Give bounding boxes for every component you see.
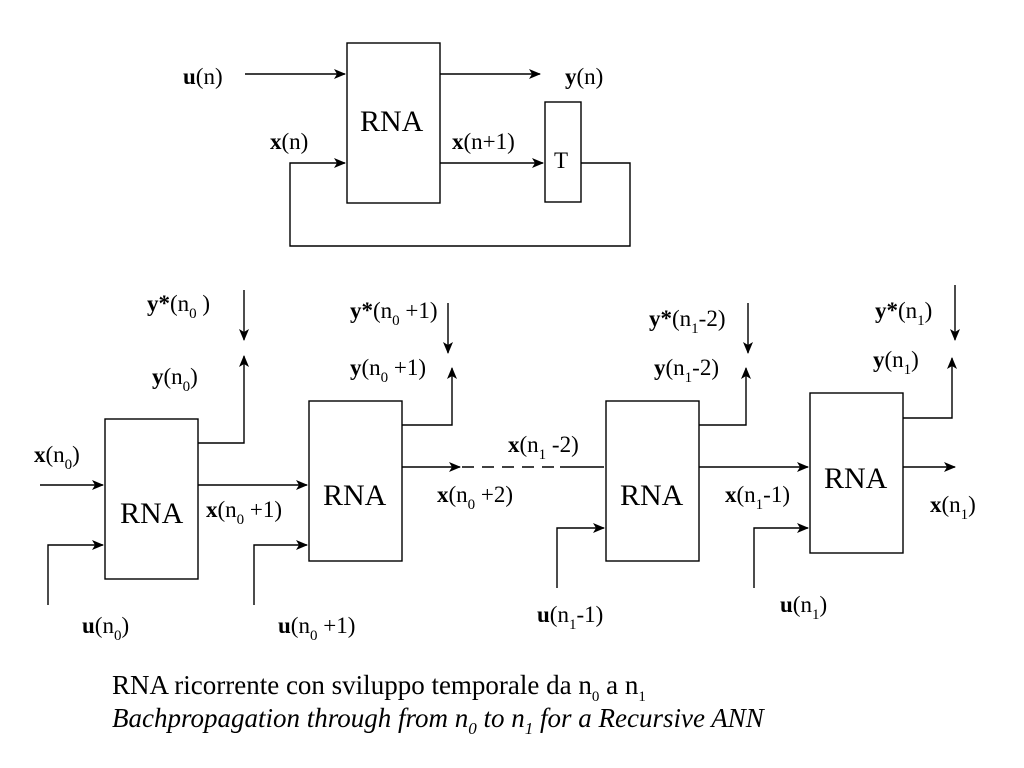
rna-block-n0p1 [308, 400, 403, 562]
rna-block-n0p1-label: RNA [323, 479, 387, 512]
label-ystar-n1: y*(n1) [875, 298, 932, 329]
output-y-arrow-n0 [198, 355, 249, 444]
label-x-n0: x(n0) [34, 442, 80, 473]
caption-line-italian: RNA ricorrente con sviluppo temporale da… [112, 670, 646, 705]
input-u-arrow-n0 [47, 540, 104, 605]
input-u-arrow-n1 [753, 523, 809, 588]
input-u-arrow-n0p1 [253, 540, 308, 605]
label-u-n0: u(n0) [82, 613, 129, 644]
label-ystar-n0p1: y*(n0 +1) [350, 298, 438, 329]
label-u-n1m1: u(n1-1) [537, 602, 603, 633]
label-u-n1: u(n1) [780, 592, 827, 623]
input-u-arrow-n1m1 [556, 523, 605, 588]
label-x-n1m1: x(n1-1) [725, 482, 790, 513]
label-x-n0p2: x(n0 +2) [437, 482, 513, 513]
rna-block-n1 [809, 392, 904, 554]
label-u-n0p1: u(n0 +1) [278, 613, 355, 644]
label-ystar-n1m2: y*(n1-2) [649, 306, 726, 337]
output-y-arrow-n0p1 [402, 367, 457, 426]
input-u-label: u(n) [183, 64, 223, 89]
output-y-arrow-n1m1 [699, 367, 751, 426]
feedback-loop-line [289, 158, 631, 247]
label-x-n0p1: x(n0 +1) [206, 497, 282, 528]
label-ystar-n0: y*(n0 ) [147, 291, 210, 322]
label-x-n1m2: x(n1 -2) [508, 432, 579, 463]
rna-block [346, 42, 441, 204]
delay-label: T [554, 148, 568, 173]
rna-block-n1m1 [605, 400, 700, 562]
output-y-arrow-n1 [903, 357, 957, 419]
rna-block-n0 [104, 418, 199, 580]
label-y-n0: y(n0) [152, 364, 198, 395]
caption-line-english: Bachpropagation through from n0 to n1 fo… [112, 703, 766, 738]
label-y-n1: y(n1) [873, 347, 919, 378]
recurrent-network-block: RNA T u(n) y(n) x(n) x(n+1) [183, 42, 631, 247]
delay-block [544, 101, 582, 203]
label-x-n1: x(n1) [930, 492, 976, 523]
label-y-n1m2: y(n1-2) [654, 355, 719, 386]
rna-block-n0-label: RNA [120, 497, 184, 530]
state-next-label: x(n+1) [452, 129, 515, 154]
state-x-label: x(n) [270, 129, 308, 154]
rna-block-n1-label: RNA [824, 462, 888, 495]
label-y-n0p1: y(n0 +1) [350, 355, 426, 386]
unrolled-network: RNA RNA RNA RNA y*(n0 ) [34, 285, 976, 644]
rna-block-n1m1-label: RNA [620, 479, 684, 512]
output-y-label: y(n) [565, 64, 603, 89]
caption: RNA ricorrente con sviluppo temporale da… [112, 670, 766, 738]
rna-block-label: RNA [360, 105, 424, 138]
